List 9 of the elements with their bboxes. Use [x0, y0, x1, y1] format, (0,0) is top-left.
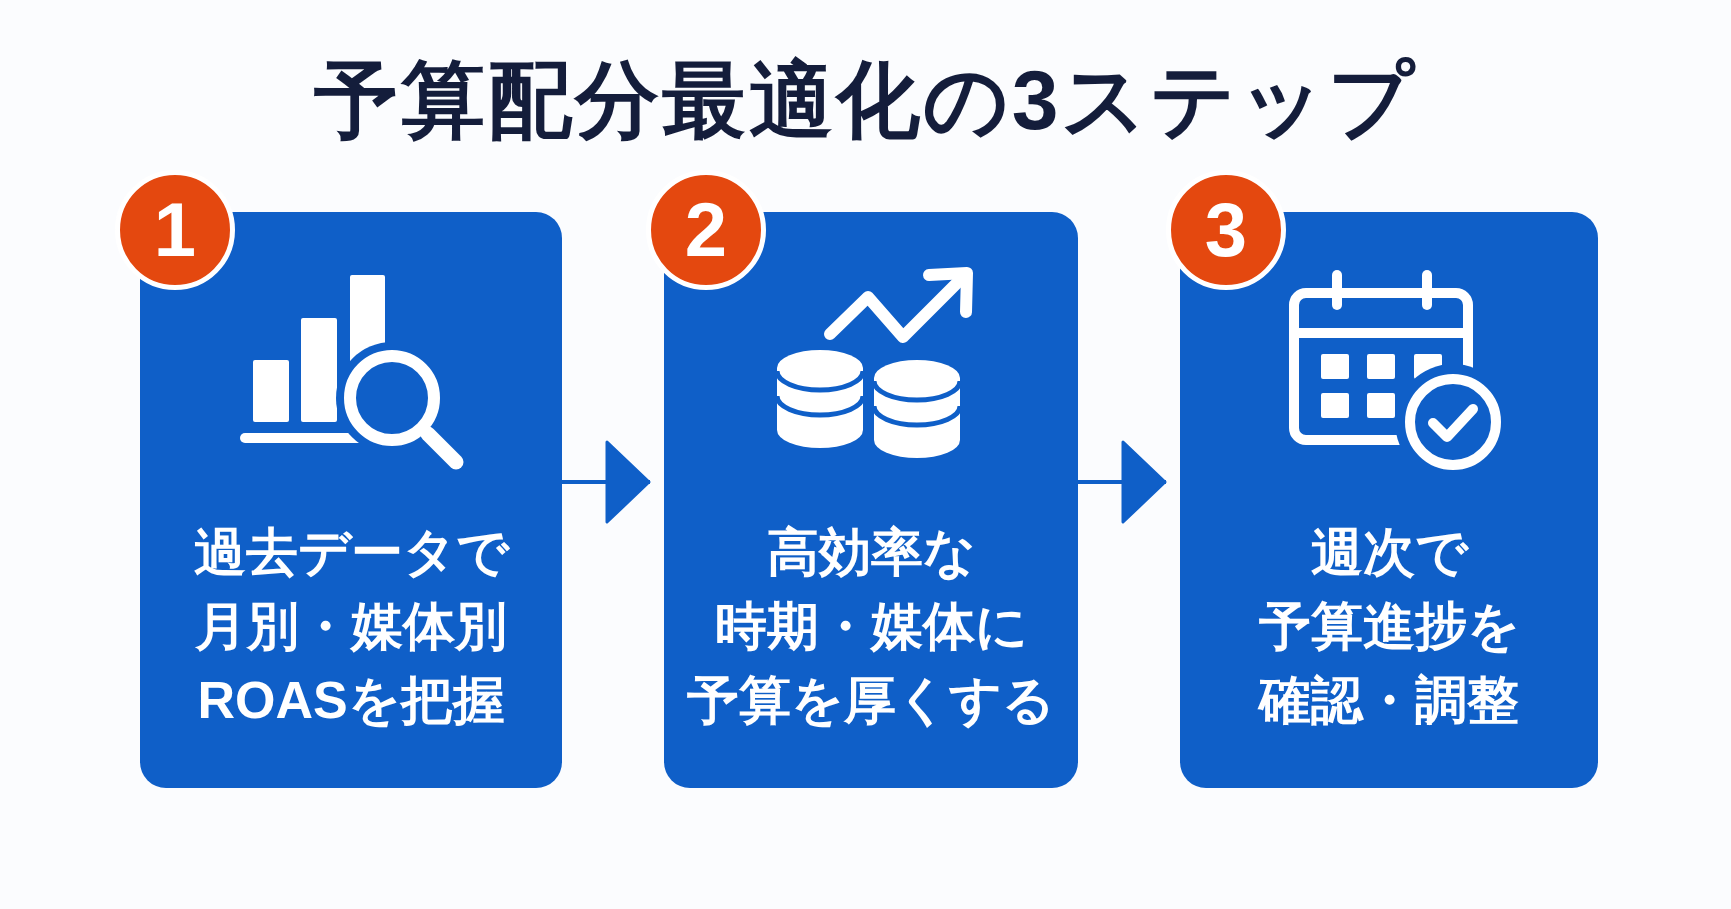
- arrow: [1078, 440, 1167, 524]
- step-text: 過去データで月別・媒体別ROASを把握: [193, 522, 509, 731]
- arrow: [562, 440, 651, 524]
- title: 予算配分最適化の3ステップ: [313, 52, 1418, 149]
- step-number: 2: [646, 170, 766, 290]
- step-text: 高効率な時期・媒体に予算を厚くする: [687, 522, 1055, 731]
- step-text: 週次で予算進捗を確認・調整: [1258, 522, 1520, 731]
- step-number: 3: [1166, 170, 1286, 290]
- step-number: 1: [115, 170, 235, 290]
